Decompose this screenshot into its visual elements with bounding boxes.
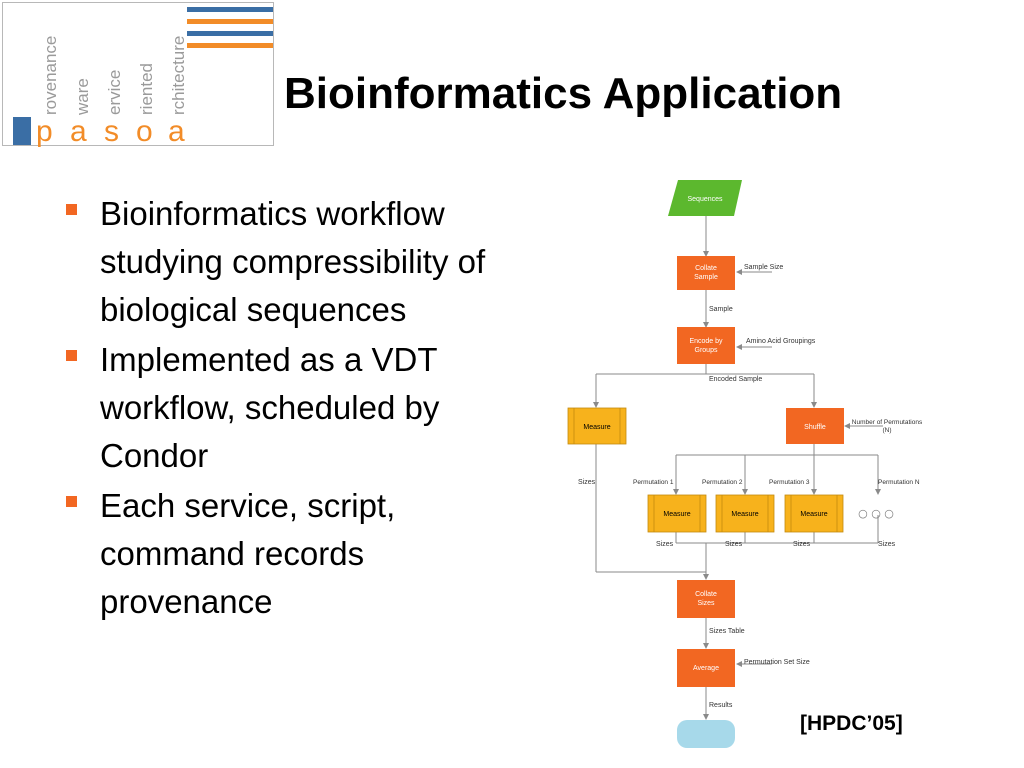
node-collate-sizes-label-2: Sizes bbox=[697, 600, 715, 607]
bullet-square-icon bbox=[66, 204, 77, 215]
node-measure-2-label: Measure bbox=[731, 511, 758, 518]
node-measure-3-label: Measure bbox=[800, 511, 827, 518]
node-collate-sizes-label-1: Collate bbox=[695, 591, 717, 598]
label-sizes-n: Sizes bbox=[878, 541, 896, 548]
logo-letter-a: a bbox=[70, 115, 87, 147]
node-ellipsis-icon: ○ ○ ○ bbox=[858, 507, 894, 520]
node-encode-groups bbox=[677, 327, 735, 364]
label-number-of-permutations: Number of Permutations bbox=[852, 419, 923, 426]
bullet-square-icon bbox=[66, 350, 77, 361]
bullet-text: Bioinformatics workflow studying compres… bbox=[100, 195, 486, 328]
logo-letter-o: o bbox=[136, 115, 153, 147]
label-sizes-2: Sizes bbox=[725, 541, 743, 548]
label-sizes-1: Sizes bbox=[656, 541, 674, 548]
workflow-diagram: Sequences Collate Sample Encode by Group… bbox=[567, 180, 923, 748]
label-permutation-3: Permutation 3 bbox=[769, 479, 810, 486]
logo-letter-s: s bbox=[104, 115, 119, 147]
bullet-item: Each service, script, command records pr… bbox=[66, 482, 486, 626]
label-permutation-2: Permutation 2 bbox=[702, 479, 743, 486]
bullet-item: Implemented as a VDT workflow, scheduled… bbox=[66, 336, 486, 480]
node-measure-1 bbox=[647, 494, 707, 533]
citation: [HPDC’05] bbox=[800, 712, 903, 735]
logo-word-architecture: rchitecture bbox=[169, 36, 188, 115]
bullet-list: Bioinformatics workflow studying compres… bbox=[66, 190, 486, 628]
slide-title: Bioinformatics Application bbox=[284, 69, 843, 118]
label-number-of-permutations-n: (N) bbox=[882, 427, 891, 434]
logo-stripe-blue-1 bbox=[187, 7, 273, 12]
logo-word-oriented: riented bbox=[137, 63, 156, 115]
node-average bbox=[677, 649, 735, 687]
node-shuffle bbox=[786, 408, 844, 444]
workflow-connectors bbox=[593, 216, 883, 720]
node-measure-2 bbox=[715, 494, 775, 533]
node-sequences-label: Sequences bbox=[687, 196, 723, 203]
label-amino-acid-groupings: Amino Acid Groupings bbox=[746, 338, 816, 345]
label-permutation-n: Permutation N bbox=[878, 479, 920, 486]
logo-stripe-orange-2 bbox=[187, 43, 273, 48]
node-collate-sample bbox=[677, 256, 735, 290]
logo-letter-p: p bbox=[36, 115, 53, 147]
bullet-text: Implemented as a VDT workflow, scheduled… bbox=[100, 341, 440, 474]
bullet-text: Each service, script, command records pr… bbox=[100, 487, 396, 620]
logo-letter-a2: a bbox=[168, 115, 185, 147]
label-encoded-sample: Encoded Sample bbox=[709, 376, 762, 383]
label-sample-size: Sample Size bbox=[744, 264, 783, 271]
node-shuffle-label: Shuffle bbox=[804, 424, 826, 431]
bullet-square-icon bbox=[66, 496, 77, 507]
logo-square bbox=[13, 117, 31, 145]
pasoa-logo-graphic: rovenance ware ervice riented rchitectur… bbox=[13, 7, 273, 148]
label-sizes-table: Sizes Table bbox=[709, 628, 745, 635]
node-measure-1-label: Measure bbox=[663, 511, 690, 518]
node-collate-sizes bbox=[677, 580, 735, 618]
node-sequences bbox=[668, 180, 742, 216]
logo-word-provenance: rovenance bbox=[41, 36, 60, 115]
node-measure-main bbox=[567, 407, 627, 445]
logo-word-service: ervice bbox=[105, 70, 124, 115]
label-results: Results bbox=[709, 702, 733, 709]
logo-stripe-orange-1 bbox=[187, 19, 273, 24]
node-collate-sample-label-1: Collate bbox=[695, 265, 717, 272]
node-collate-sample-label-2: Sample bbox=[694, 274, 718, 281]
node-measure-main-label: Measure bbox=[583, 424, 610, 431]
label-permutation-set-size: Permutation Set Size bbox=[744, 659, 810, 666]
node-encode-label-2: Groups bbox=[695, 347, 718, 354]
label-sample: Sample bbox=[709, 306, 733, 313]
bullet-item: Bioinformatics workflow studying compres… bbox=[66, 190, 486, 334]
label-sizes-main: Sizes bbox=[578, 479, 596, 486]
label-sizes-3: Sizes bbox=[793, 541, 811, 548]
logo-stripe-blue-2 bbox=[187, 31, 273, 36]
node-measure-3 bbox=[784, 494, 844, 533]
node-average-label: Average bbox=[693, 665, 719, 672]
logo-word-aware: ware bbox=[73, 78, 92, 116]
node-encode-label-1: Encode by bbox=[689, 338, 723, 345]
label-permutation-1: Permutation 1 bbox=[633, 479, 674, 486]
pasoa-logo: rovenance ware ervice riented rchitectur… bbox=[2, 2, 274, 148]
node-output bbox=[677, 720, 735, 748]
